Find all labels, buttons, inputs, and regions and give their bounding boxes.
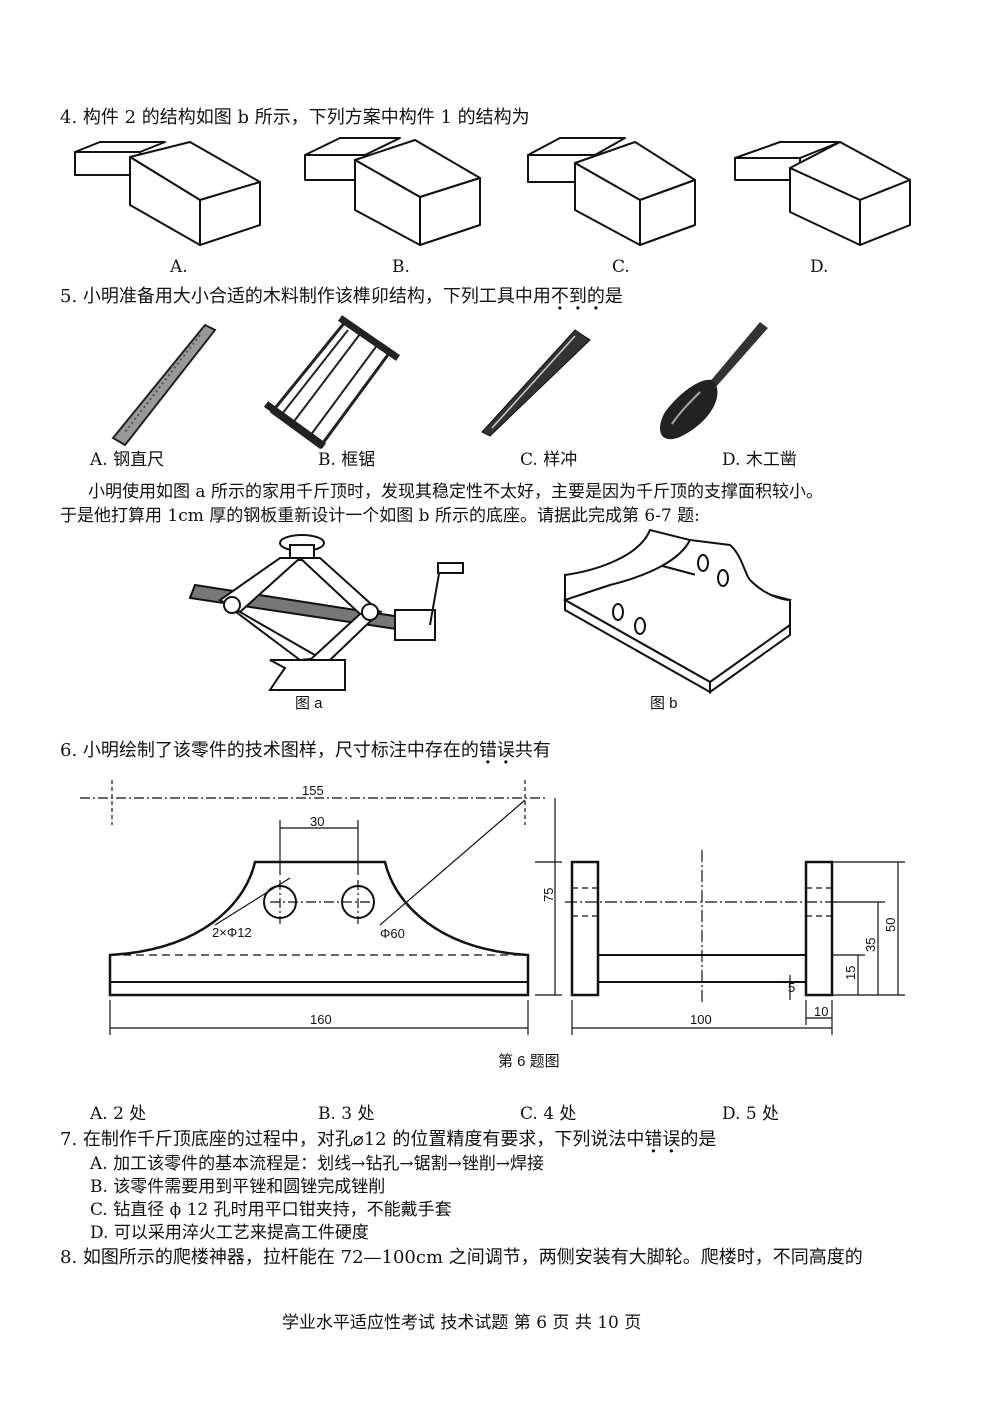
- q6-option-c: C. 4 处: [520, 1104, 577, 1124]
- base-figure: [562, 528, 792, 694]
- q4-option-d: D.: [810, 257, 829, 277]
- fig-b-label: 图 b: [650, 695, 678, 712]
- fig-a-label: 图 a: [295, 695, 323, 712]
- dim-5: 5: [788, 980, 795, 995]
- q5-option-c: C. 样冲: [520, 450, 578, 470]
- q8-stem: 8. 如图所示的爬楼神器，拉杆能在 72—100cm 之间调节，两侧安装有大脚轮…: [60, 1247, 863, 1268]
- jack-figure: [188, 534, 464, 691]
- dim-10: 10: [814, 1004, 828, 1019]
- q4-option-c: C.: [612, 257, 630, 277]
- steel-ruler-icon: [111, 323, 217, 447]
- dim-30: 30: [310, 814, 324, 829]
- q6-option-d: D. 5 处: [722, 1104, 780, 1124]
- q4-option-figures: [74, 137, 911, 246]
- intro-line-2: 于是他打算用 1cm 厚的钢板重新设计一个如图 b 所示的底座。请据此完成第 6…: [60, 506, 700, 526]
- dim-160: 160: [310, 1012, 332, 1027]
- page-footer: 学业水平适应性考试 技术试题 第 6 页 共 10 页: [282, 1313, 642, 1333]
- fig-a-jack-and-fig-b-base: [188, 528, 792, 694]
- q4-figure-a: [74, 141, 261, 246]
- dim-arc: Φ60: [380, 926, 405, 941]
- dim-35: 35: [863, 938, 878, 952]
- q7-option-d: D. 可以采用淬火工艺来提高工件硬度: [90, 1223, 369, 1243]
- dim-75: 75: [541, 888, 556, 902]
- q4-stem: 4. 构件 2 的结构如图 b 所示，下列方案中构件 1 的结构为: [60, 107, 530, 128]
- q4-option-b: B.: [392, 257, 410, 277]
- dim-155: 155: [302, 783, 324, 798]
- q5-option-d: D. 木工凿: [722, 450, 797, 470]
- dim-15: 15: [843, 966, 858, 980]
- q6-caption: 第 6 题图: [498, 1053, 560, 1070]
- q6-technical-drawing: 155 30 160 100 2×Φ12 Φ60 10 5 75 50 35 1…: [80, 780, 905, 1035]
- q6-option-a: A. 2 处: [90, 1104, 147, 1124]
- q4-figure-b: [304, 137, 481, 246]
- wood-chisel-icon: [660, 322, 768, 440]
- dim-50: 50: [883, 918, 898, 932]
- q6-option-b: B. 3 处: [318, 1104, 375, 1124]
- q7-option-c: C. 钻直径 ϕ 12 孔时用平口钳夹持，不能戴手套: [90, 1200, 452, 1220]
- dim-100: 100: [690, 1012, 712, 1027]
- q5-tool-figures: [111, 315, 768, 450]
- q5-option-a: A. 钢直尺: [90, 450, 165, 470]
- q7-option-a: A. 加工该零件的基本流程是：划线→钻孔→锯割→锉削→焊接: [90, 1154, 545, 1174]
- q7-option-b: B. 该零件需要用到平锉和圆锉完成锉削: [90, 1177, 386, 1197]
- q4-figure-c: [527, 137, 696, 246]
- intro-line-1: 小明使用如图 a 所示的家用千斤顶时，发现其稳定性不太好，主要是因为千斤顶的支撑…: [88, 482, 823, 502]
- q7-stem: 7. 在制作千斤顶底座的过程中，对孔⌀12 的位置精度有要求，下列说法中错误的是: [60, 1129, 716, 1151]
- q4-figure-d: [734, 141, 911, 246]
- dim-holes: 2×Φ12: [212, 925, 252, 940]
- q5-stem: 5. 小明准备用大小合适的木料制作该榫卯结构，下列工具中用不到的是: [60, 286, 623, 308]
- q5-option-b: B. 框锯: [318, 450, 376, 470]
- q6-stem: 6. 小明绘制了该零件的技术图样，尺寸标注中存在的错误共有: [60, 740, 551, 762]
- center-punch-icon: [481, 329, 591, 437]
- q4-option-a: A.: [170, 257, 188, 277]
- frame-saw-icon: [263, 315, 400, 450]
